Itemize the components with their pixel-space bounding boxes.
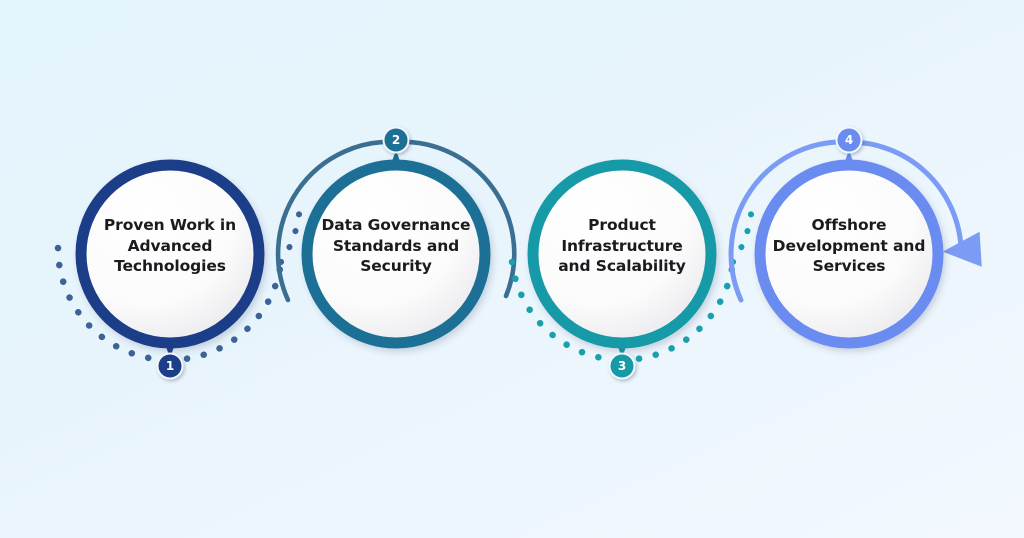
step-node-2[interactable] <box>301 159 491 349</box>
step-badge-3[interactable] <box>608 352 636 380</box>
step-ring-4 <box>754 159 944 349</box>
step-badge-2[interactable] <box>382 126 410 154</box>
step-node-3[interactable] <box>527 159 717 349</box>
connector-arc-3 <box>508 197 755 364</box>
step-node-1[interactable] <box>75 159 265 349</box>
step-ring-2 <box>301 159 491 349</box>
step-node-4[interactable] <box>754 159 944 349</box>
step-ring-1 <box>75 159 265 349</box>
step-badge-1[interactable] <box>156 352 184 380</box>
step-ring-3 <box>527 159 717 349</box>
connector-arc-2 <box>275 139 517 303</box>
connector-arc-1 <box>54 197 303 364</box>
connector-arc-4 <box>728 139 982 303</box>
step-badge-4[interactable] <box>835 126 863 154</box>
flow-arrow-icon <box>846 139 982 267</box>
